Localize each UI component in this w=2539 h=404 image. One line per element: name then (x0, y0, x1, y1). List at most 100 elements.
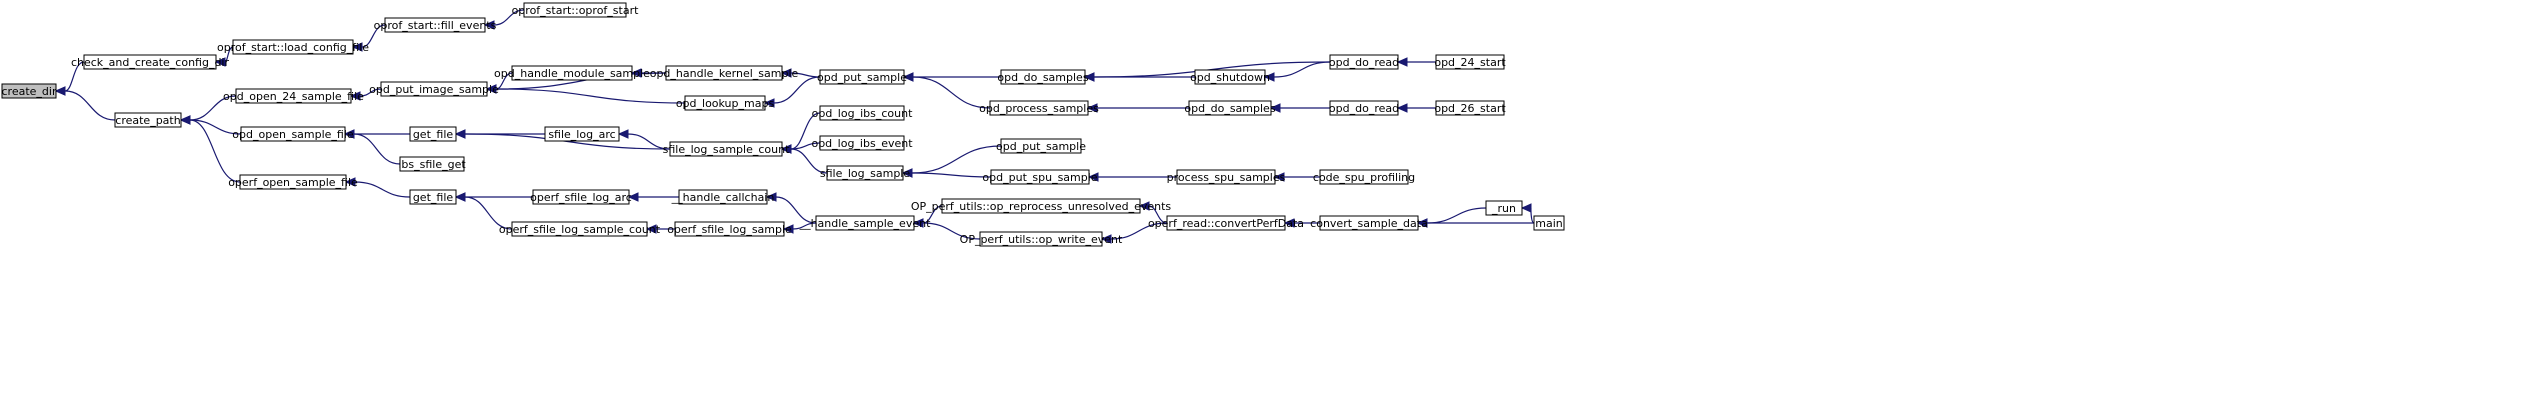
edge-arrowhead (343, 129, 355, 139)
edge-line (773, 76, 821, 104)
node-opd-put-sample-2[interactable]: opd_put_sample (996, 138, 1086, 154)
edges-layer (54, 9, 1535, 244)
node-sfile-log-sample[interactable]: sfile_log_sample (820, 165, 910, 181)
node-oprof-start-load-config-file[interactable]: oprof_start::load_config_file (217, 39, 369, 55)
node-box (979, 231, 1103, 247)
node-opd-handle-module-sample[interactable]: opd_handle_module_sample (494, 65, 650, 81)
node-box (819, 135, 905, 151)
node-label: opd_handle_module_sample (494, 67, 650, 80)
edge-line (922, 222, 981, 240)
node-label: sfile_log_sample (820, 167, 910, 180)
node-opd-do-read-1[interactable]: opd_do_read (1329, 54, 1399, 70)
edge-arrowhead (1396, 103, 1408, 113)
node-code-spu-profiling[interactable]: code_spu_profiling (1313, 169, 1415, 185)
node-opd-shutdown[interactable]: opd_shutdown (1190, 69, 1270, 85)
edge-arrowhead (627, 192, 639, 202)
node-get-file-2[interactable]: get_file (409, 189, 457, 205)
node-opd-log-ibs-count[interactable]: opd_log_ibs_count (812, 105, 913, 121)
edge-line (189, 119, 242, 135)
edge-arrowhead (1138, 201, 1150, 211)
node-operf-sfile-log-sample[interactable]: operf_sfile_log_sample (667, 221, 792, 237)
node-label: opd_24_start (1434, 56, 1506, 69)
node-box (941, 198, 1141, 214)
edge-line (1110, 222, 1168, 240)
node-oprof-start-fill-events[interactable]: oprof_start::fill_events (374, 17, 497, 33)
edge-arrowhead (1273, 172, 1285, 182)
node-opd-lookup-maps[interactable]: opd_lookup_maps (676, 95, 775, 111)
node-opd-handle-kernel-sample[interactable]: opd_handle_kernel_sample (650, 65, 799, 81)
edge-arrowhead (1087, 172, 1099, 182)
nodes-layer: create_dir check_and_create_config_dircre… (1, 2, 1565, 247)
node-operf-read-convertperfdata[interactable]: operf_read::convertPerfData (1148, 215, 1304, 231)
node-handle-sample-event[interactable]: __handle_sample_event (799, 215, 932, 231)
node-ibs-sfile-get[interactable]: ibs_sfile_get (398, 156, 466, 172)
edge-arrowhead (214, 57, 226, 67)
node-box (532, 189, 630, 205)
edge-opd-put-image-sample-to-opd-open-24-sample-file (349, 88, 382, 101)
edge-arrowhead (485, 84, 497, 94)
edge-line (911, 172, 992, 178)
node-create-dir[interactable]: create_dir (1, 83, 57, 99)
node-opd-open-sample-file[interactable]: opd_open_sample_file (232, 126, 354, 142)
node-opd-process-samples[interactable]: opd_process_samples (979, 100, 1099, 116)
edge-line (354, 181, 411, 198)
node-opd-26-start[interactable]: opd_26_start (1434, 100, 1506, 116)
node-op-reprocess-unresolved-events[interactable]: OP_perf_utils::op_reprocess_unresolved_e… (911, 198, 1172, 214)
node-label: sfile_log_sample_count (663, 143, 790, 156)
node-label: convert_sample_data (1310, 217, 1428, 230)
node-handle-callchain[interactable]: __handle_callchain (671, 189, 775, 205)
node-box (815, 215, 915, 231)
node-sfile-log-sample-count[interactable]: sfile_log_sample_count (663, 141, 790, 157)
node-operf-open-sample-file[interactable]: operf_open_sample_file (228, 174, 358, 190)
edge-line (1426, 207, 1487, 224)
node-box (1435, 100, 1505, 116)
edge-line (224, 46, 234, 63)
node-box (1, 83, 57, 99)
node-check-and-create-config-dir[interactable]: check_and_create_config_dir (71, 54, 230, 70)
node-opd-put-image-sample[interactable]: opd_put_image_sample (369, 81, 499, 97)
node-box (1435, 54, 1505, 70)
node-label: operf_sfile_log_arc (530, 191, 632, 204)
edge-line (189, 119, 241, 183)
edge-arrowhead (1263, 72, 1275, 82)
edge-line (790, 148, 828, 174)
edge-arrowhead (901, 168, 913, 178)
node-process-spu-samples[interactable]: process_spu_samples (1167, 169, 1286, 185)
node-box (1329, 100, 1399, 116)
node-run[interactable]: _run (1485, 200, 1523, 216)
node-opd-do-samples-1[interactable]: opd_do_samples (997, 69, 1089, 85)
node-box (1485, 200, 1523, 216)
node-get-file-1[interactable]: get_file (409, 126, 457, 142)
node-box (678, 189, 768, 205)
edge-line (359, 88, 382, 97)
edge-sfile-log-sample-to-sfile-log-sample-count (780, 144, 828, 174)
node-operf-sfile-log-sample-count[interactable]: operf_sfile_log_sample_count (499, 221, 661, 237)
node-operf-sfile-log-arc[interactable]: operf_sfile_log_arc (530, 189, 632, 205)
node-create-path[interactable]: create_path (114, 112, 182, 128)
node-opd-do-samples-2[interactable]: opd_do_samples (1184, 100, 1276, 116)
node-oprof-start-oprof-start[interactable]: oprof_start::oprof_start (512, 2, 640, 18)
node-label: opd_put_sample (996, 140, 1086, 153)
node-opd-put-spu-sample[interactable]: opd_put_spu_sample (982, 169, 1098, 185)
node-main[interactable]: main (1533, 215, 1565, 231)
edge-opd-24-start-to-opd-do-read-1 (1396, 57, 1436, 67)
edge-oprof-start-fill-events-to-oprof-start-load-config-file (351, 24, 386, 52)
edge-line (464, 196, 513, 230)
node-opd-put-sample-1[interactable]: opd_put_sample (817, 69, 907, 85)
node-opd-24-start[interactable]: opd_24_start (1434, 54, 1506, 70)
node-opd-do-read-2[interactable]: opd_do_read (1329, 100, 1399, 116)
node-label: code_spu_profiling (1313, 171, 1415, 184)
node-label: opd_do_read (1329, 56, 1399, 69)
node-convert-sample-data[interactable]: convert_sample_data (1310, 215, 1428, 231)
edge-opd-do-read-2-to-opd-do-samples-2 (1269, 103, 1330, 113)
node-box (1000, 69, 1086, 85)
node-sfile-log-arc[interactable]: sfile_log_arc (544, 126, 620, 142)
node-box (239, 174, 347, 190)
node-op-write-event[interactable]: OP_perf_utils::op_write_event (960, 231, 1123, 247)
edge-op-write-event-to-handle-sample-event (912, 218, 981, 240)
node-opd-log-ibs-event[interactable]: opd_log_ibs_event (811, 135, 913, 151)
edge-line (911, 145, 1002, 174)
node-opd-open-24-sample-file[interactable]: opd_open_24_sample_file (223, 88, 364, 104)
edge-arrowhead (1100, 234, 1112, 244)
node-label: get_file (413, 191, 454, 204)
